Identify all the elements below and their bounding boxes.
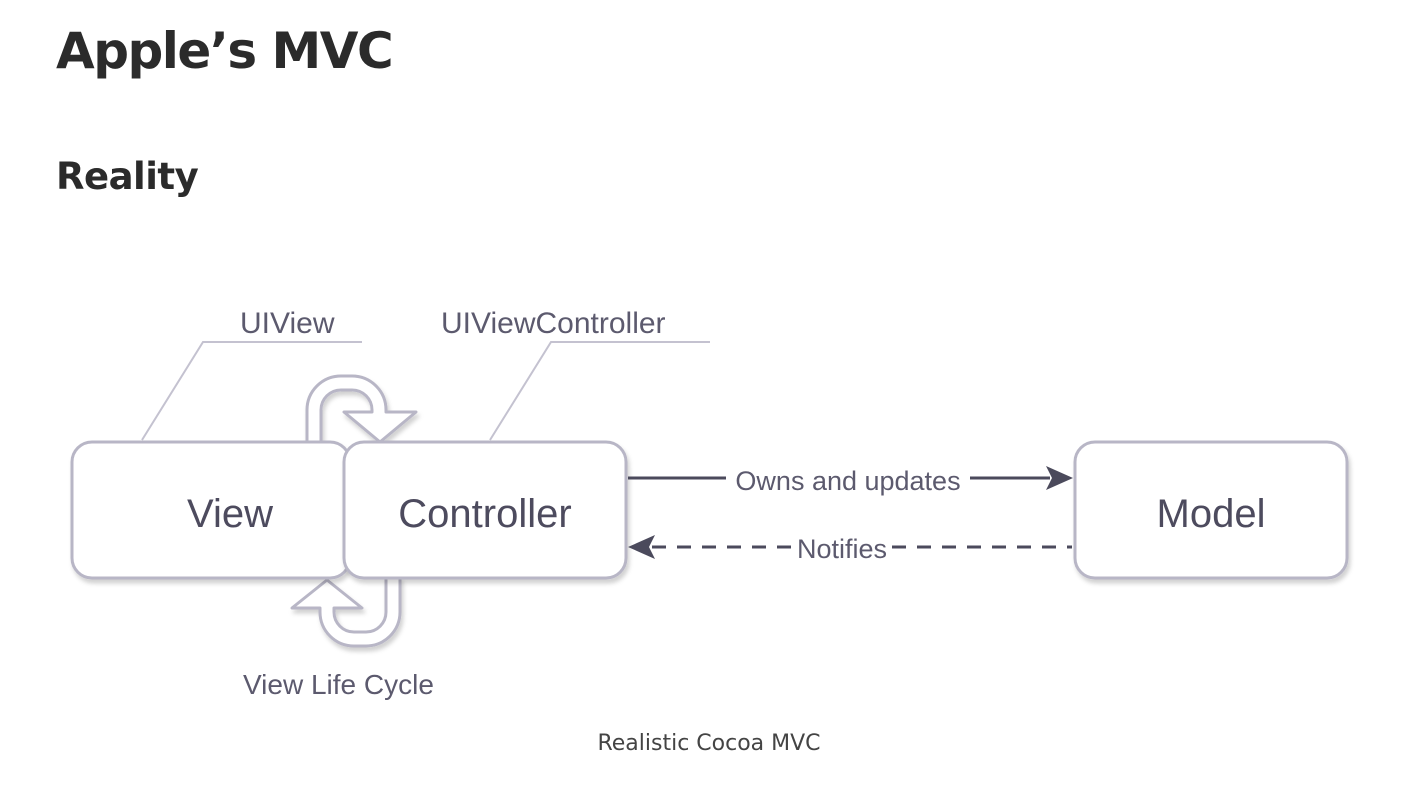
notifies-label: Notifies	[797, 534, 887, 564]
view-node: View	[70, 440, 352, 580]
owns-and-updates-arrow: Owns and updates	[628, 466, 1073, 496]
page-title: Apple’s MVC	[56, 22, 394, 80]
section-title: Reality	[56, 155, 199, 198]
model-node-label: Model	[1157, 492, 1266, 536]
model-node: Model	[1073, 440, 1349, 580]
uiview-callout-line	[141, 341, 362, 441]
view-controller-loop-top-arrow	[305, 374, 418, 444]
notifies-arrow: Notifies	[628, 534, 1072, 564]
view-life-cycle-loop-arrow	[290, 576, 402, 648]
view-node-label: View	[187, 492, 273, 536]
view-life-cycle-label: View Life Cycle	[243, 669, 434, 700]
uiviewcontroller-callout-line	[489, 341, 710, 441]
uiview-label: UIView	[240, 307, 335, 340]
controller-node-label: Controller	[398, 492, 571, 536]
figure-caption: Realistic Cocoa MVC	[597, 731, 821, 756]
controller-node: Controller	[342, 440, 628, 580]
uiviewcontroller-label: UIViewController	[441, 307, 666, 340]
owns-and-updates-label: Owns and updates	[735, 466, 960, 496]
